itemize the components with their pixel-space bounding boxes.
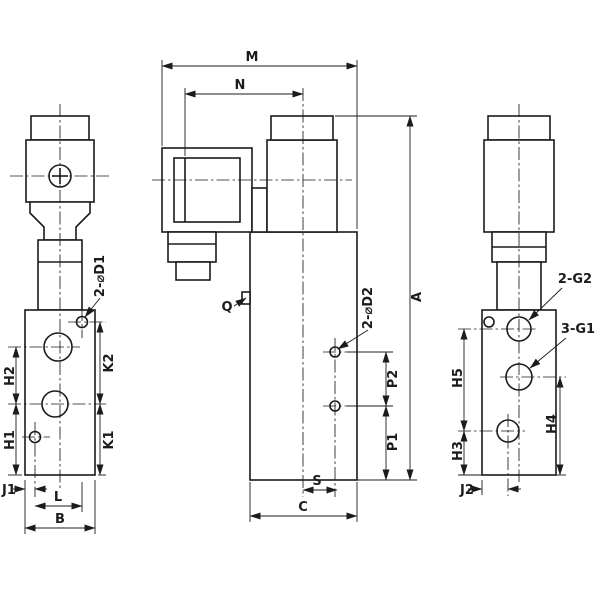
valve-body-side	[249, 231, 358, 481]
coil-cap-knurl-side	[270, 115, 334, 141]
dim-label-k1: K1	[102, 430, 117, 449]
side-view-labels: M N A P2 P1 2-⌀D2 Q S C	[221, 50, 425, 515]
side-view: M N A P2 P1 2-⌀D2 Q S C	[152, 50, 425, 522]
front-view: H2 H1 K2 K1 2-⌀D1 J1 L B	[1, 104, 117, 534]
dim-label-j1: J1	[1, 483, 16, 498]
front-view-dimensions	[8, 297, 106, 534]
dim-label-l: L	[54, 490, 62, 505]
terminal-block	[251, 187, 268, 233]
ports-view-dimensions	[458, 287, 567, 495]
din-connector-inner	[173, 157, 241, 223]
dim-label-c: C	[298, 500, 308, 515]
dim-label-p1: P1	[386, 433, 401, 452]
dim-label-a: A	[410, 292, 425, 302]
dim-label-h1: H1	[3, 430, 18, 450]
dim-label-b: B	[55, 512, 65, 527]
port-label-g2: 2-G2	[558, 272, 592, 287]
dim-label-n: N	[235, 78, 246, 93]
coil-body-side	[266, 139, 338, 233]
dim-label-d2: 2-⌀D2	[361, 287, 376, 329]
dim-label-h4: H4	[545, 414, 560, 434]
dim-label-h3: H3	[451, 441, 466, 461]
dim-label-q: Q	[221, 300, 232, 315]
cable-gland-tip	[175, 261, 211, 281]
dim-label-p2: P2	[386, 370, 401, 389]
port-label-g1: 3-G1	[561, 322, 595, 337]
side-view-dimensions	[161, 60, 417, 522]
dim-label-h5: H5	[451, 368, 466, 388]
front-view-labels: H2 H1 K2 K1 2-⌀D1 J1 L B	[1, 255, 117, 527]
dim-label-h2: H2	[3, 366, 18, 386]
side-view-centerlines	[152, 88, 352, 497]
cable-gland	[167, 231, 217, 263]
dim-label-m: M	[246, 50, 259, 65]
dim-label-s: S	[312, 474, 321, 489]
ports-view-labels: 2-G2 3-G1 H5 H3 H4 J2	[451, 272, 595, 498]
ports-view-centerlines	[458, 104, 566, 496]
mounting-hole-ports	[483, 316, 495, 328]
side-view-body	[161, 115, 358, 481]
dim-label-d1: 2-⌀D1	[93, 255, 108, 297]
dim-label-j2: J2	[459, 483, 474, 498]
dim-label-k2: K2	[102, 353, 117, 372]
ports-view: 2-G2 3-G1 H5 H3 H4 J2	[451, 104, 595, 498]
